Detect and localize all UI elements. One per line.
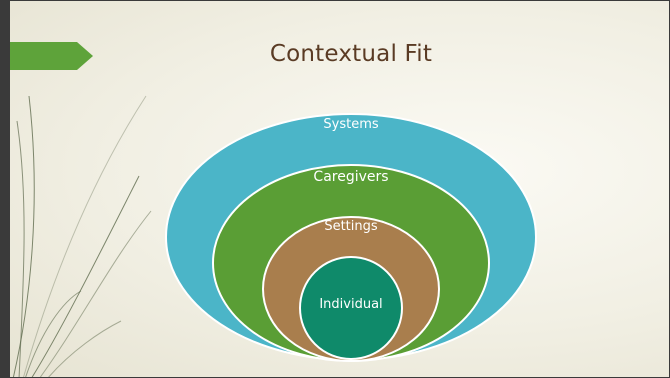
ring-label-settings: Settings — [324, 219, 378, 234]
ring-label-caregivers: Caregivers — [313, 169, 389, 185]
arrow-tab — [10, 42, 93, 70]
ring-individual — [299, 256, 403, 360]
ring-label-systems: Systems — [323, 117, 379, 132]
slide-title: Contextual Fit — [269, 41, 433, 67]
ring-label-individual: Individual — [319, 297, 383, 312]
left-bar — [1, 1, 10, 377]
grass-decoration — [12, 95, 152, 377]
